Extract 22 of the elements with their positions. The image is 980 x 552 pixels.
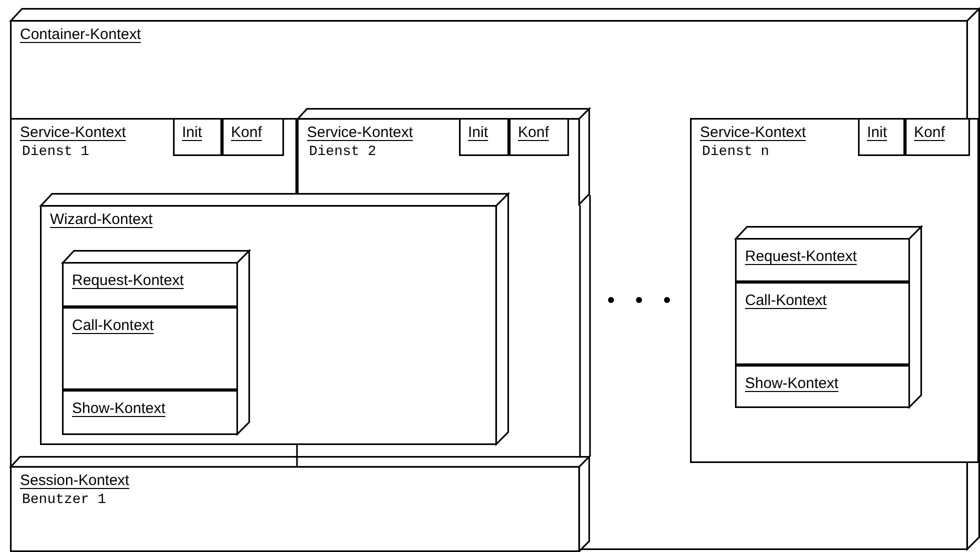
context-title: Show-Kontext — [72, 400, 166, 418]
context-title: Service-Kontext — [307, 124, 413, 142]
context-title: Service-Kontext — [20, 124, 126, 142]
context-title: Konf — [914, 124, 945, 142]
context-title: Wizard-Kontext — [50, 211, 153, 229]
context-subtitle: Benutzer 1 — [22, 492, 106, 508]
context-subtitle: Dienst n — [702, 144, 770, 160]
context-title: Session-Kontext — [20, 472, 130, 490]
context-subtitle: Dienst 2 — [309, 144, 376, 160]
context-title: Request-Kontext — [72, 272, 184, 290]
context-title: Konf — [518, 124, 549, 142]
context-title: Init — [867, 124, 888, 142]
context-title: Call-Kontext — [72, 317, 154, 335]
context-title: Call-Kontext — [745, 292, 827, 310]
context-title: Service-Kontext — [700, 124, 806, 142]
context-title: Show-Kontext — [745, 375, 838, 393]
context-title: Container-Kontext — [20, 26, 141, 44]
context-subtitle: Dienst 1 — [22, 144, 90, 160]
context-title: Konf — [231, 124, 262, 142]
context-title: Request-Kontext — [745, 248, 857, 266]
context-title: Init — [468, 124, 488, 142]
context-title: Init — [182, 124, 202, 142]
